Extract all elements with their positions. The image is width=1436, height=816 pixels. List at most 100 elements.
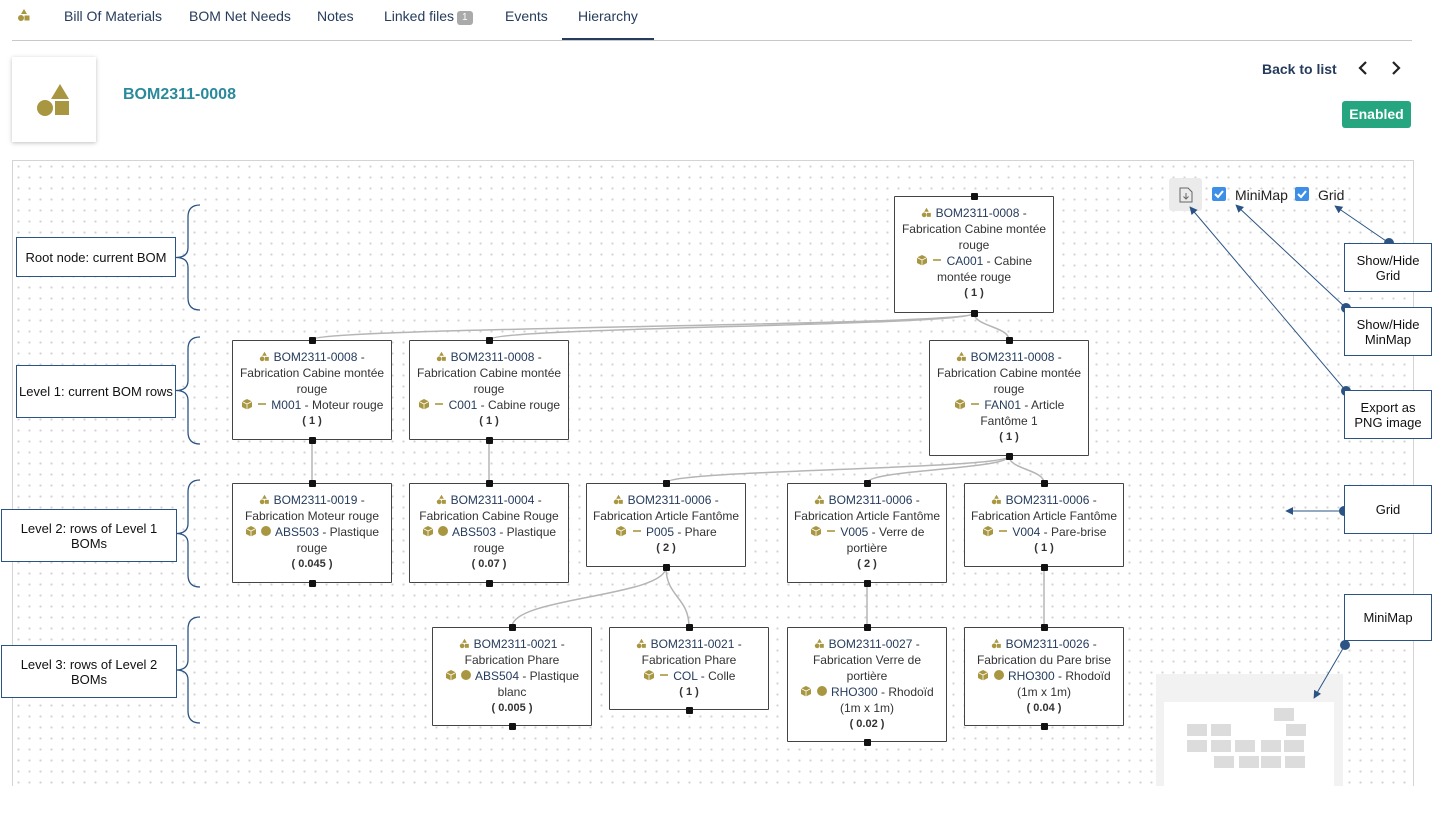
product-ref-link[interactable]: RHO300: [1007, 669, 1055, 683]
node-output-handle[interactable]: [1005, 452, 1013, 460]
node-output-handle[interactable]: [970, 309, 978, 317]
node-input-handle[interactable]: [508, 623, 516, 631]
bom-ref-link[interactable]: BOM2311-0008: [970, 350, 1055, 364]
hierarchy-graph-canvas[interactable]: MiniMap Grid BOM2311-0008 - Fabrication …: [12, 160, 1414, 786]
product-ref-link[interactable]: V005: [840, 525, 869, 539]
node-input-handle[interactable]: [1005, 336, 1013, 344]
node-input-handle[interactable]: [485, 336, 493, 344]
back-to-list-link[interactable]: Back to list: [1262, 61, 1337, 77]
node-output-handle[interactable]: [863, 579, 871, 587]
node-output-handle[interactable]: [485, 579, 493, 587]
bom-node[interactable]: BOM2311-0004 - Fabrication Cabine Rouge …: [409, 483, 569, 583]
node-input-handle[interactable]: [308, 336, 316, 344]
node-output-handle[interactable]: [308, 436, 316, 444]
product-ref-link[interactable]: V004: [1012, 525, 1041, 539]
bom-ref-link[interactable]: BOM2311-0006: [828, 493, 913, 507]
node-input-handle[interactable]: [863, 623, 871, 631]
product-ref-link[interactable]: FAN01: [984, 398, 1022, 412]
bom-ref-link[interactable]: BOM2311-0021: [650, 637, 735, 651]
bom-ref-link[interactable]: BOM2311-0008: [450, 350, 535, 364]
bom-node[interactable]: BOM2311-0008 - Fabrication Cabine montée…: [894, 196, 1054, 313]
product-cube-icon: [643, 669, 655, 683]
product-ref-link[interactable]: COL: [673, 669, 698, 683]
node-output-handle[interactable]: [308, 579, 316, 587]
product-ref-link[interactable]: ABS503: [274, 525, 320, 539]
annotation-left: Level 2: rows of Level 1 BOMs: [1, 509, 177, 562]
node-output-handle[interactable]: [685, 706, 693, 714]
node-input-handle[interactable]: [662, 479, 670, 487]
product-ref-link[interactable]: CA001: [946, 254, 984, 268]
tab-hierarchy[interactable]: Hierarchy: [562, 0, 654, 40]
tab-linked-files-label: Linked files: [384, 8, 455, 24]
product-label: - Plastique blanc: [497, 669, 580, 699]
node-input-handle[interactable]: [485, 479, 493, 487]
bom-node[interactable]: BOM2311-0021 - Fabrication Phare ABS504 …: [432, 627, 592, 726]
bom-node-title: BOM2311-0021 - Fabrication Phare: [614, 636, 764, 668]
node-input-handle[interactable]: [863, 479, 871, 487]
export-png-button[interactable]: [1169, 178, 1202, 211]
product-cube-icon: [445, 669, 457, 683]
bom-node[interactable]: BOM2311-0008 - Fabrication Cabine montée…: [409, 340, 569, 440]
bom-ref-link[interactable]: BOM2311-0006: [1005, 493, 1090, 507]
grid-checkbox[interactable]: [1295, 187, 1309, 201]
tab-bom-net-needs[interactable]: BOM Net Needs: [189, 8, 291, 24]
node-input-handle[interactable]: [685, 623, 693, 631]
node-quantity: ( 0.005 ): [491, 702, 533, 714]
previous-record-button[interactable]: [1357, 60, 1369, 81]
product-line: ABS504 - Plastique blanc: [437, 668, 587, 700]
bom-node[interactable]: BOM2311-0027 - Fabrication Verre de port…: [787, 627, 947, 742]
bom-node[interactable]: BOM2311-0021 - Fabrication Phare COL - C…: [609, 627, 769, 710]
minimap-node: [1274, 708, 1294, 721]
node-output-handle[interactable]: [1040, 563, 1048, 571]
bom-node[interactable]: BOM2311-0019 - Fabrication Moteur rouge …: [232, 483, 392, 583]
product-ref-link[interactable]: ABS503: [451, 525, 497, 539]
annotation-right: Export as PNG image: [1344, 390, 1432, 439]
node-output-handle[interactable]: [508, 722, 516, 730]
node-input-handle[interactable]: [970, 192, 978, 200]
node-output-handle[interactable]: [662, 563, 670, 571]
minimap-label[interactable]: MiniMap: [1235, 187, 1288, 203]
node-output-handle[interactable]: [1040, 722, 1048, 730]
bom-node[interactable]: BOM2311-0026 - Fabrication du Pare brise…: [964, 627, 1124, 726]
grid-label[interactable]: Grid: [1318, 187, 1345, 203]
bom-ref-link[interactable]: BOM2311-0026: [1005, 637, 1090, 651]
node-output-handle[interactable]: [485, 436, 493, 444]
minimap-node: [1214, 756, 1234, 768]
bom-node[interactable]: BOM2311-0008 - Fabrication Cabine montée…: [929, 340, 1089, 456]
bom-ref-link[interactable]: BOM2311-0008: [935, 206, 1020, 220]
tab-bill-of-materials[interactable]: Bill Of Materials: [64, 8, 163, 24]
bom-node[interactable]: BOM2311-0006 - Fabrication Article Fantô…: [787, 483, 947, 583]
minimap[interactable]: [1156, 674, 1343, 786]
product-line: M001 - Moteur rouge: [237, 397, 387, 413]
product-ref-link[interactable]: C001: [448, 398, 478, 412]
next-record-button[interactable]: [1390, 60, 1402, 81]
bom-node[interactable]: BOM2311-0008 - Fabrication Cabine montée…: [232, 340, 392, 440]
product-line: C001 - Cabine rouge: [414, 397, 564, 413]
tab-notes[interactable]: Notes: [317, 8, 354, 24]
node-input-handle[interactable]: [308, 479, 316, 487]
bom-ref-link[interactable]: BOM2311-0027: [828, 637, 913, 651]
bom-ref-link[interactable]: BOM2311-0021: [473, 637, 558, 651]
bom-node[interactable]: BOM2311-0006 - Fabrication Article Fantô…: [586, 483, 746, 567]
bom-node[interactable]: BOM2311-0006 - Fabrication Article Fantô…: [964, 483, 1124, 567]
product-ref-link[interactable]: ABS504: [474, 669, 520, 683]
bom-icon: [991, 637, 1002, 651]
bom-node-title: BOM2311-0006 - Fabrication Article Fantô…: [792, 492, 942, 524]
node-input-handle[interactable]: [1040, 479, 1048, 487]
bom-ref-link[interactable]: BOM2311-0008: [273, 350, 358, 364]
product-cube-icon: [245, 525, 257, 539]
bom-icon[interactable]: [17, 8, 31, 27]
node-input-handle[interactable]: [1040, 623, 1048, 631]
product-ref-link[interactable]: P005: [645, 525, 675, 539]
bom-ref-link[interactable]: BOM2311-0006: [627, 493, 712, 507]
product-ref-link[interactable]: RHO300: [830, 685, 878, 699]
node-output-handle[interactable]: [863, 738, 871, 746]
bom-ref-link[interactable]: BOM2311-0019: [273, 493, 358, 507]
tab-events[interactable]: Events: [505, 8, 548, 24]
minimap-node: [1261, 756, 1281, 768]
product-ref-link[interactable]: M001: [271, 398, 302, 412]
product-label: - Cabine montée rouge: [936, 254, 1033, 284]
minimap-checkbox[interactable]: [1212, 187, 1226, 201]
bom-ref-link[interactable]: BOM2311-0004: [450, 493, 535, 507]
